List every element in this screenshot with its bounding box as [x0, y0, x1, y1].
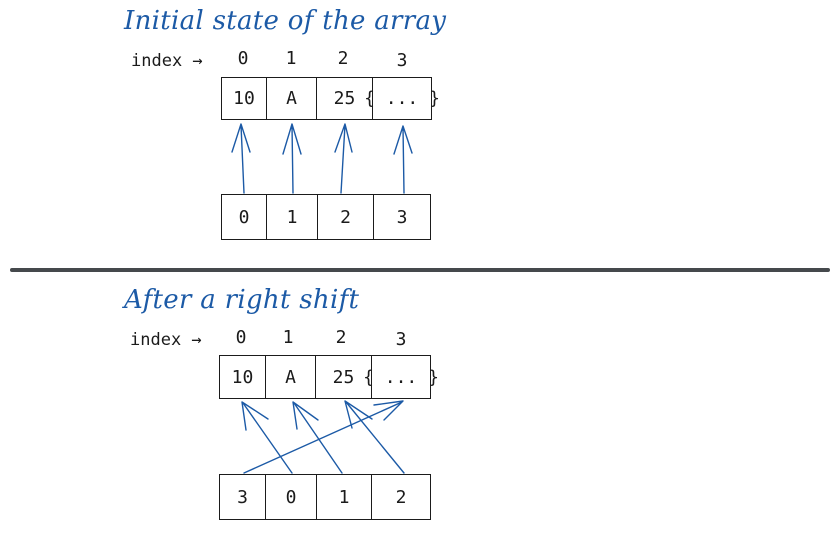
- index-number: 2: [335, 327, 347, 348]
- array-cell: A: [266, 77, 317, 120]
- position-cell: 1: [266, 194, 318, 240]
- position-cell: 2: [371, 474, 431, 520]
- position-cell: 3: [219, 474, 266, 520]
- index-number: 1: [285, 48, 297, 69]
- array-cell: 10: [219, 355, 266, 399]
- array-cell: 10: [221, 77, 267, 120]
- position-cell: 2: [317, 194, 374, 240]
- arrow: [344, 400, 405, 474]
- index-number: 0: [237, 48, 249, 69]
- array-cell: A: [265, 355, 316, 399]
- position-cell: 0: [265, 474, 317, 520]
- position-cell: 1: [316, 474, 372, 520]
- index-number: 3: [396, 50, 408, 71]
- index-number: 0: [235, 327, 247, 348]
- arrow: [334, 123, 353, 194]
- arrow: [393, 125, 413, 194]
- section-title-shifted: After a right shift: [124, 285, 360, 315]
- arrow: [231, 123, 251, 194]
- index-label: index →: [131, 51, 203, 71]
- position-cell: 3: [373, 194, 431, 240]
- index-number: 1: [282, 327, 294, 348]
- arrow: [241, 401, 293, 474]
- section-divider: [10, 268, 830, 272]
- index-number: 3: [395, 329, 407, 350]
- index-label: index →: [130, 330, 202, 350]
- array-cell: { ... }: [363, 355, 439, 399]
- index-number: 2: [337, 48, 349, 69]
- section-title-initial: Initial state of the array: [124, 6, 447, 36]
- arrow: [282, 123, 302, 194]
- arrow: [243, 400, 404, 474]
- array-cell: { ... }: [364, 77, 440, 120]
- arrow: [292, 401, 343, 474]
- position-cell: 0: [221, 194, 267, 240]
